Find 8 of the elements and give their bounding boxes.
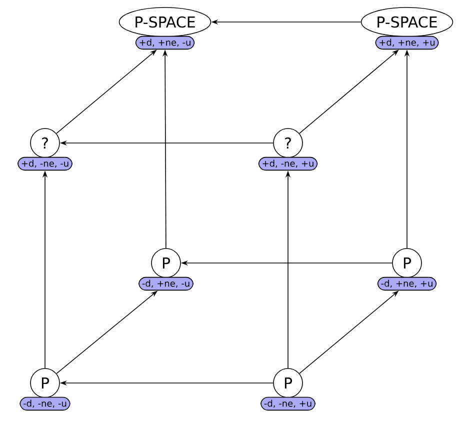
label-box: +d, -ne, +u <box>258 156 318 171</box>
label-box: -d, -ne, -u <box>20 396 70 411</box>
label-box: -d, -ne, +u <box>260 396 316 411</box>
label-box: +d, -ne, -u <box>18 156 72 171</box>
label-box: +d, +ne, -u <box>135 36 195 50</box>
label-box: -d, +ne, -u <box>138 276 194 291</box>
label-box: -d, +ne, +u <box>377 276 437 291</box>
label-box: +d, +ne, +u <box>375 36 439 50</box>
